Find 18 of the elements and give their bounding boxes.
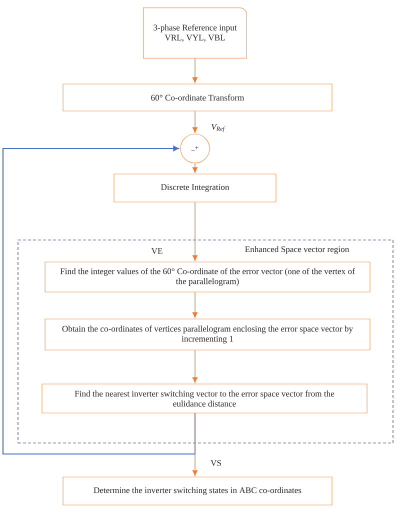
edge-label: VE: [150, 247, 164, 255]
process-box: Discrete Integration: [114, 174, 276, 202]
process-box: 60° Co-ordinate Transform: [62, 84, 332, 112]
arrow: [192, 162, 198, 173]
arrow: [192, 350, 198, 383]
arrow: [192, 412, 198, 476]
input-box: 3-phase Reference input VRL, VYL, VBL: [143, 8, 247, 58]
arrow: [192, 110, 198, 133]
process-box: Determine the inverter switching states in ABC co-ordinates: [62, 476, 332, 506]
arrow: [192, 58, 198, 83]
edge-label: VS: [210, 459, 222, 467]
feedback-arrow: [2, 146, 196, 455]
process-box: Obtain the co-ordinates of vertices parallelogram enclosing the error space vector by incrementing 1: [44, 318, 370, 350]
edge-label: V$_{Ref}$: [210, 122, 226, 134]
process-box: Find the integer values of the 60° Co-ordinate of the error vector (one of the vertex of the parallelogram): [44, 262, 370, 292]
process-box: Find the nearest inverter switching vector to the error space vector from the eulidance distance: [42, 384, 368, 414]
arrow: [192, 202, 198, 261]
arrow: [192, 292, 198, 318]
